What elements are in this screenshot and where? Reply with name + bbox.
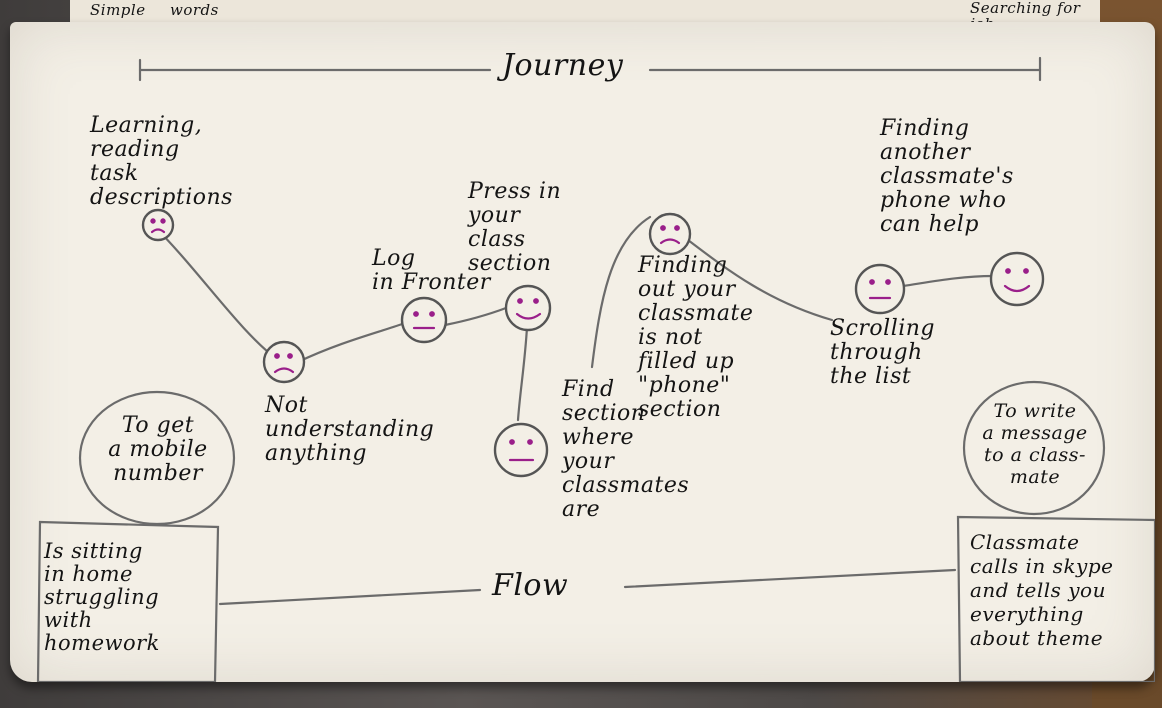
journey-curve-2 xyxy=(296,322,404,364)
journey-title: Journey xyxy=(502,48,624,83)
notebook-page: Journey Flow Learning, reading task desc… xyxy=(10,22,1155,682)
step-label-learning: Learning, reading task descriptions xyxy=(90,113,233,210)
journey-curve-4 xyxy=(516,325,529,422)
context-box-start xyxy=(36,520,220,682)
context-start-text: Is sitting in home struggling with homew… xyxy=(44,539,160,655)
step-label-finding-out: Finding out your classmate is not filled… xyxy=(638,253,754,422)
step-label-scrolling: Scrolling through the list xyxy=(830,316,936,389)
top-strip-word-words: words xyxy=(170,1,219,19)
step-label-finding-another: Finding another classmate's phone who ca… xyxy=(880,116,1014,237)
journey-curve-6 xyxy=(686,238,834,322)
face-neutral-icon xyxy=(493,422,549,478)
goal-end-text: To write a message to a class- mate xyxy=(982,400,1088,488)
context-box-end xyxy=(956,515,1155,682)
goal-circle-start xyxy=(78,390,236,526)
face-neutral-icon xyxy=(400,296,448,344)
journey-curve-1 xyxy=(153,225,280,362)
face-happy-icon xyxy=(989,251,1045,307)
context-end-text: Classmate calls in skype and tells you e… xyxy=(970,530,1114,650)
top-strip-word-simple: Simple xyxy=(90,1,146,19)
step-label-find-section: Find section where your classmates are xyxy=(562,377,690,522)
flow-line-right xyxy=(623,568,957,589)
step-label-not-understanding: Not understanding anything xyxy=(265,393,435,466)
face-sad-icon xyxy=(141,208,175,242)
goal-start-text: To get a mobile number xyxy=(108,413,208,486)
step-label-press-in: Press in your class section xyxy=(468,179,562,276)
journey-curve-5 xyxy=(590,215,652,369)
flow-title: Flow xyxy=(492,568,569,603)
sketch-drawing xyxy=(36,56,1155,682)
face-neutral-icon xyxy=(854,263,906,315)
face-sad-icon xyxy=(262,340,306,384)
face-sad-icon xyxy=(648,212,692,256)
flow-line-left xyxy=(218,588,482,606)
journey-curve-3 xyxy=(443,306,508,327)
journey-curve-7 xyxy=(901,274,995,288)
goal-circle-end xyxy=(962,380,1106,516)
face-happy-icon xyxy=(504,284,552,332)
step-label-log-in: Log in Fronter xyxy=(372,246,491,295)
